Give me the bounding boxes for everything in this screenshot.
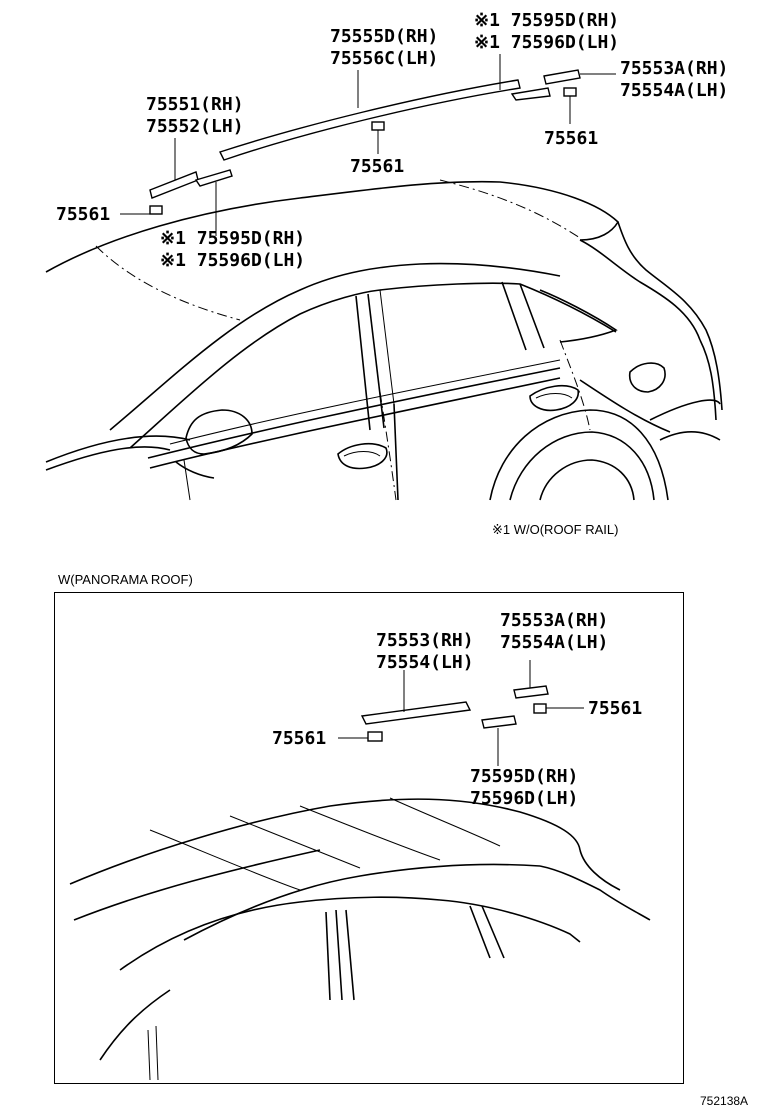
label-front-cover-rh: 75551(RH) [146,94,244,115]
label-front-cover-lh: 75552(LH) [146,116,244,137]
label-panorama-clip-left: 75561 [272,728,327,749]
vehicle-body-top [45,179,723,501]
label-front-piece-lh: ※1 75596D(LH) [160,250,306,271]
label-panorama-molding-lh: 75554(LH) [376,652,474,673]
panorama-roof-caption: W(PANORAMA ROOF) [58,572,193,587]
label-panorama-clip-right: 75561 [588,698,643,719]
label-clip-top-right: 75561 [544,128,599,149]
label-roof-molding-lh: 75556C(LH) [330,48,439,69]
illustration-code: 752138A [700,1094,749,1108]
label-clip-top-center: 75561 [350,156,405,177]
vehicle-body-panorama [69,797,651,1081]
label-end-cover-rh: 75553A(RH) [620,58,729,79]
label-front-piece-rh: ※1 75595D(RH) [160,228,306,249]
label-roof-molding-rh: 75555D(RH) [330,26,439,47]
label-panorama-end-cover-lh: 75554A(LH) [500,632,609,653]
leader-lines-panorama [338,660,584,766]
panorama-roof-inset-frame [54,592,684,1084]
label-panorama-end-cover-rh: 75553A(RH) [500,610,609,631]
label-panorama-piece-rh: 75595D(RH) [470,766,579,787]
label-rear-piece-lh: ※1 75596D(LH) [474,32,620,53]
label-panorama-molding-rh: 75553(RH) [376,630,474,651]
parts-top [149,69,581,215]
label-clip-top-left: 75561 [56,204,111,225]
footnote-without-roof-rail: ※1 W/O(ROOF RAIL) [492,522,619,537]
label-rear-piece-rh: ※1 75595D(RH) [474,10,620,31]
label-panorama-piece-lh: 75596D(LH) [470,788,579,809]
parts-panorama [360,685,549,742]
label-end-cover-lh: 75554A(LH) [620,80,729,101]
leader-lines-top [120,54,616,236]
